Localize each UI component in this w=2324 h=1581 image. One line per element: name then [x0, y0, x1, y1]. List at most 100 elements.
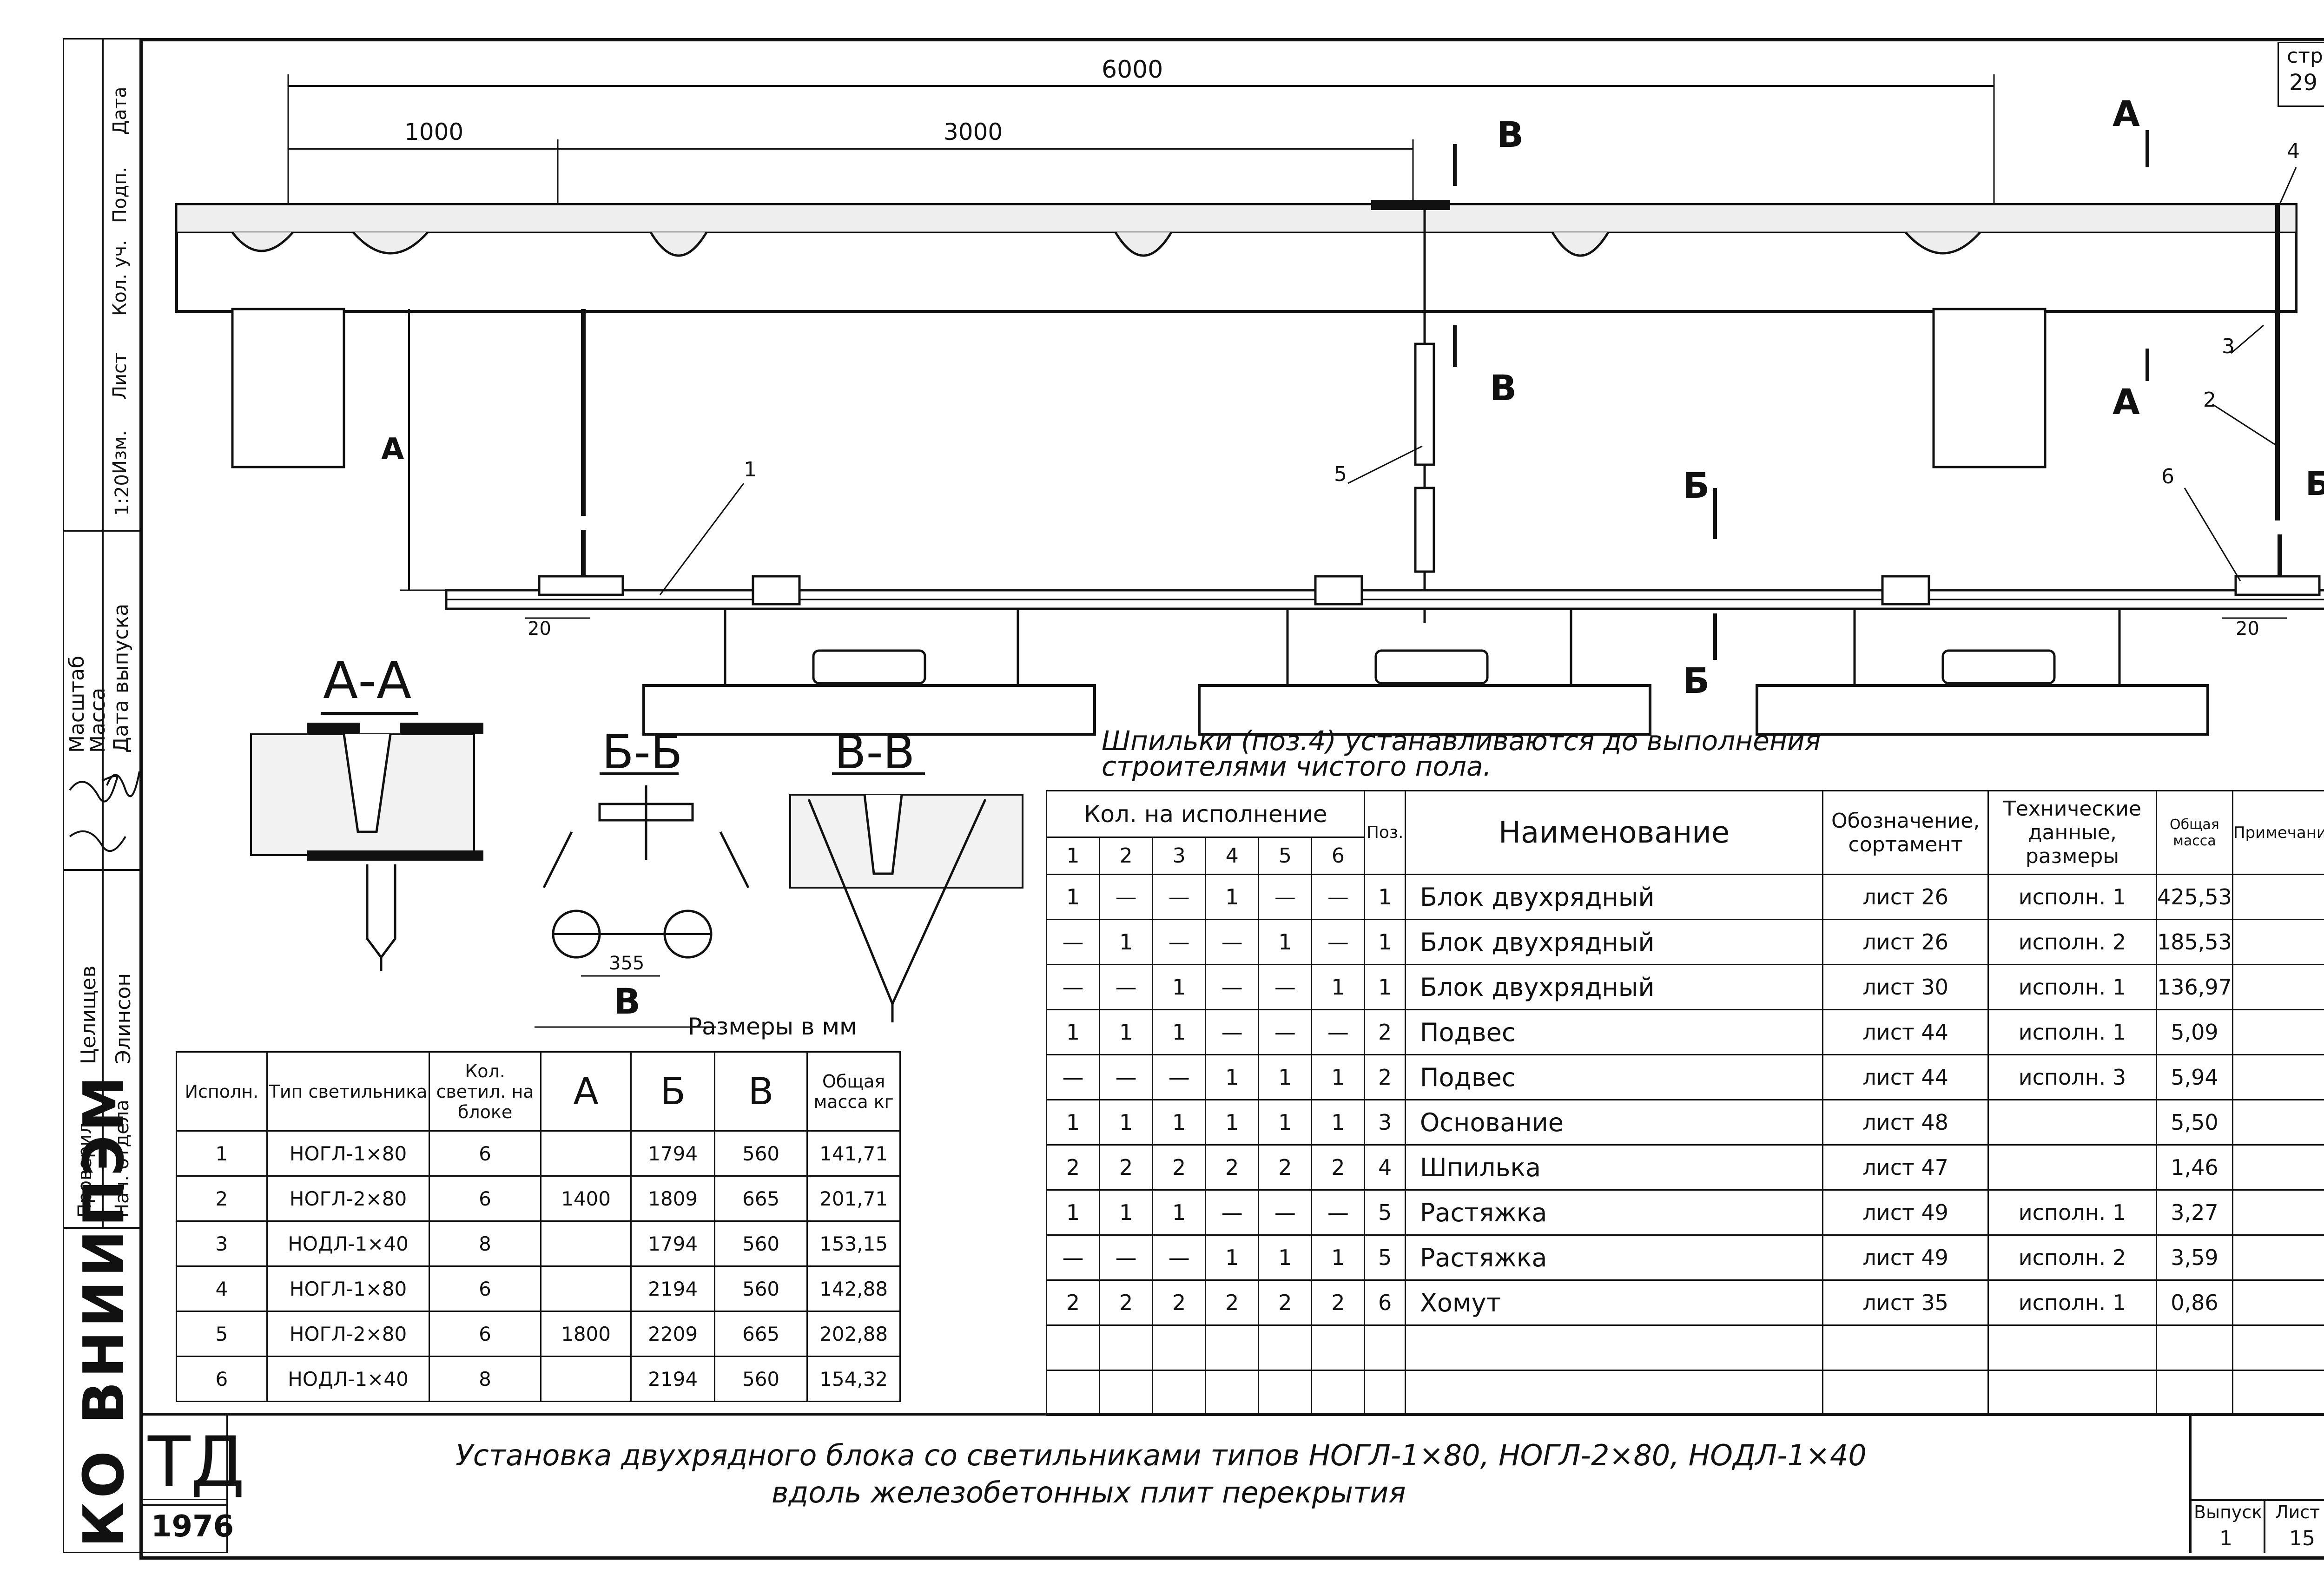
cell: 1 [1045, 1189, 1101, 1236]
note-line-1: Шпильки (поз.4) устанавливаются до выпол… [1102, 725, 1821, 757]
spec-exec-4: 4 [1205, 837, 1260, 875]
cell: 1 [1364, 919, 1406, 965]
pos-4-label: 4 [2287, 139, 2300, 163]
cell: лист 47 [1822, 1144, 1989, 1191]
cell: 560 [713, 1220, 808, 1267]
cell: 1 [1152, 1189, 1207, 1236]
cell: 2194 [630, 1356, 715, 1402]
side-strip-divider [102, 38, 104, 1228]
page-number-label: стр. [2287, 44, 2324, 68]
cell: 2194 [630, 1265, 715, 1312]
cell [1311, 1370, 1366, 1416]
cell: 1 [1045, 1099, 1101, 1146]
cell [1987, 1324, 2157, 1371]
issue: 1 [2219, 1527, 2232, 1550]
cell [1364, 1370, 1406, 1416]
cell: 2 [1311, 1279, 1366, 1326]
spec-exec-5: 5 [1258, 837, 1313, 875]
sheet: 15 [2289, 1527, 2315, 1550]
cell: 1400 [540, 1175, 632, 1222]
cell: — [1099, 1054, 1154, 1100]
cell: Растяжка [1404, 1189, 1824, 1236]
cell [2232, 1054, 2324, 1100]
spec-exec-1: 1 [1045, 837, 1101, 875]
cell: 5 [1364, 1234, 1406, 1281]
cell [1099, 1370, 1154, 1416]
cell [1404, 1324, 1824, 1371]
cell: исполн. 1 [1987, 874, 2157, 920]
cell: 6 [1364, 1279, 1406, 1326]
cell [2232, 874, 2324, 920]
cell: — [1099, 874, 1154, 920]
pos-6-label: 6 [2161, 465, 2174, 488]
cell: лист 35 [1822, 1279, 1989, 1326]
cell [1311, 1324, 1366, 1371]
cell [1099, 1324, 1154, 1371]
cell: 665 [713, 1311, 808, 1357]
cell: 1794 [630, 1220, 715, 1267]
cell: 1 [1099, 1099, 1154, 1146]
cell: 2 [1099, 1279, 1154, 1326]
cell: исполн. 1 [1987, 1189, 2157, 1236]
cell: — [1045, 1234, 1101, 1281]
spec-tech-header: Технические данные, размеры [1987, 790, 2157, 875]
cell: Блок двухрядный [1404, 964, 1824, 1010]
cell [2155, 1324, 2233, 1371]
cell: исполн. 1 [1987, 1009, 2157, 1055]
cell [1987, 1144, 2157, 1191]
cell: — [1205, 1009, 1260, 1055]
title-block-hsep [2189, 1499, 2324, 1501]
pos-1-label: 1 [744, 458, 757, 481]
cell: 2 [1364, 1009, 1406, 1055]
year-box [139, 1499, 228, 1553]
cell: 2 [1258, 1279, 1313, 1326]
cell: 560 [713, 1130, 808, 1177]
cell: 3 [1364, 1099, 1406, 1146]
cell: 8 [429, 1220, 541, 1267]
cell: 1,46 [2155, 1144, 2233, 1191]
cell: — [1099, 1234, 1154, 1281]
cell [1258, 1324, 1313, 1371]
cell: 136,97 [2155, 964, 2233, 1010]
page-number-box [2278, 42, 2324, 107]
cell: — [1205, 919, 1260, 965]
side-strip-h3 [63, 1227, 142, 1229]
cell: лист 44 [1822, 1009, 1989, 1055]
cell [2232, 1279, 2324, 1326]
cell: 6 [429, 1130, 541, 1177]
types-table: Исполн. Тип светильника Кол. светил. на … [176, 1051, 901, 1402]
cell: Подвес [1404, 1054, 1824, 1100]
section-bb-label: В [614, 981, 640, 1022]
dim-a-label: А [381, 432, 404, 467]
cell [1987, 1370, 2157, 1416]
cell: 1800 [540, 1311, 632, 1357]
section-v-bottom-label: В [1490, 367, 1517, 408]
section-bb-dim: 355 [609, 953, 645, 974]
cell [1045, 1324, 1101, 1371]
cell [540, 1356, 632, 1402]
cell [1364, 1324, 1406, 1371]
cell: 5 [176, 1311, 268, 1357]
cell: 1 [1364, 874, 1406, 920]
cell [1205, 1324, 1260, 1371]
cell: лист 44 [1822, 1054, 1989, 1100]
cell: 1 [1364, 964, 1406, 1010]
cell: 1 [1311, 1234, 1366, 1281]
cell: 1 [1311, 964, 1366, 1010]
spec-group-header: Кол. на исполнение [1045, 790, 1366, 838]
dim-20-right-label: 20 [2236, 618, 2259, 639]
cell: НОГЛ-2×80 [266, 1175, 430, 1222]
cell: Шпилька [1404, 1144, 1824, 1191]
cell: 185,53 [2155, 919, 2233, 965]
cell [2232, 1009, 2324, 1055]
cell: Блок двухрядный [1404, 874, 1824, 920]
cell: — [1205, 964, 1260, 1010]
cell: 3,27 [2155, 1189, 2233, 1236]
cell [2232, 964, 2324, 1010]
